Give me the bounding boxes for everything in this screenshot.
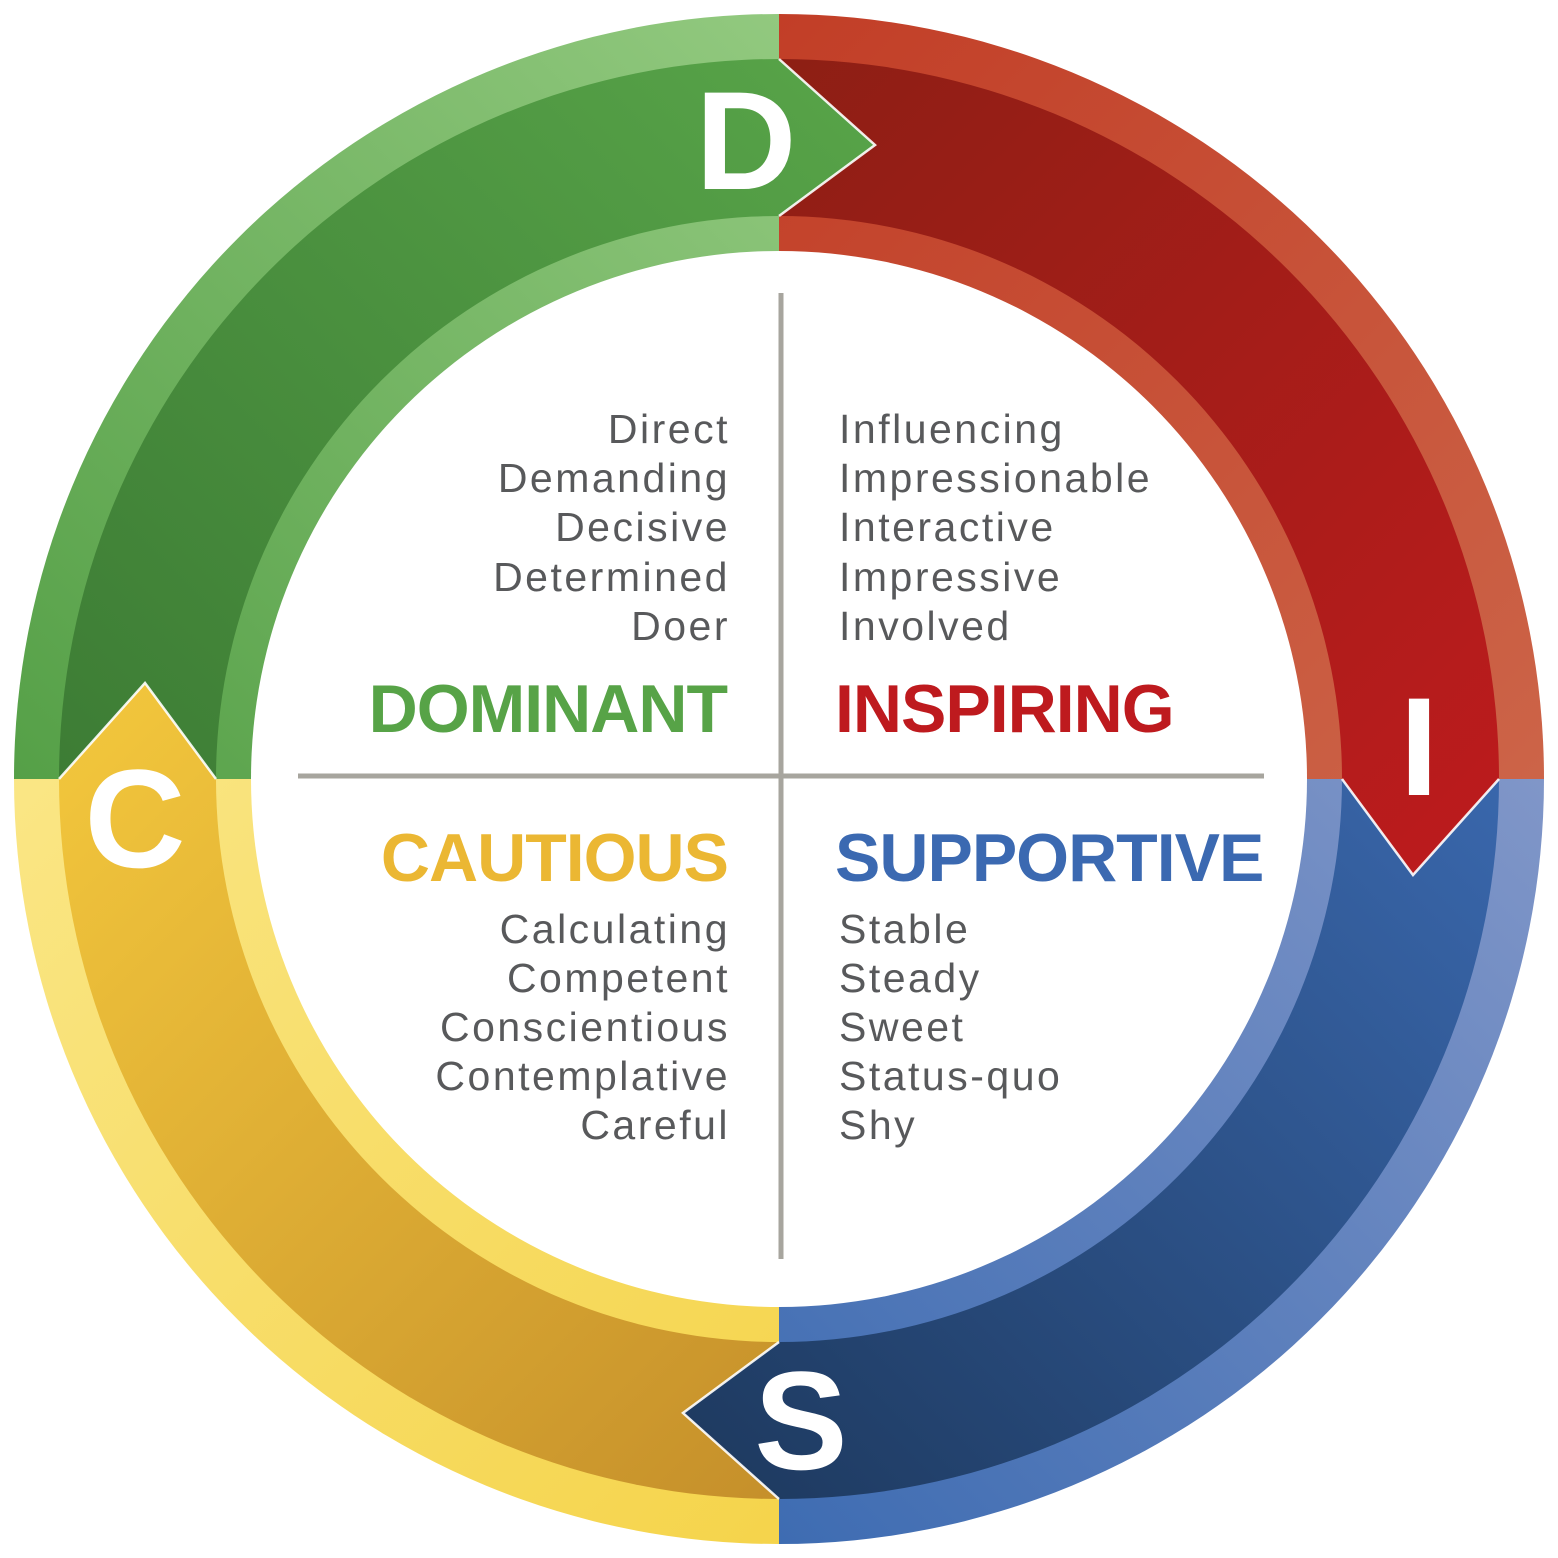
inspiring-arrow-band <box>779 59 1499 875</box>
trait: Demanding <box>498 455 730 501</box>
seam-right <box>1340 778 1500 877</box>
cautious-traits: Calculating Competent Conscientious Cont… <box>435 906 730 1148</box>
inspiring-label: INSPIRING <box>835 671 1174 747</box>
trait: Careful <box>580 1102 730 1148</box>
trait: Determined <box>493 554 730 600</box>
trait: Interactive <box>839 504 1056 550</box>
supportive-letter: S <box>754 1342 847 1499</box>
trait: Stable <box>839 906 970 952</box>
trait: Competent <box>507 955 730 1001</box>
trait: Impressionable <box>839 455 1152 501</box>
supportive-traits: Stable Steady Sweet Status-quo Shy <box>839 906 1062 1148</box>
dominant-letter: D <box>695 62 796 219</box>
trait: Contemplative <box>435 1053 730 1099</box>
dominant-label: DOMINANT <box>369 671 728 747</box>
trait: Conscientious <box>440 1004 730 1050</box>
quadrant-dividers <box>298 293 1264 1259</box>
cautious-letter: C <box>84 740 185 897</box>
seam-bottom <box>681 1340 780 1500</box>
trait: Direct <box>608 406 730 452</box>
trait: Steady <box>839 955 982 1001</box>
seam-top <box>778 58 877 218</box>
supportive-arrow-band <box>683 779 1499 1499</box>
dominant-arrow-band <box>59 59 875 779</box>
dominant-traits: Direct Demanding Decisive Determined Doe… <box>493 406 730 649</box>
inspiring-traits: Influencing Impressionable Interactive I… <box>839 406 1152 649</box>
trait: Sweet <box>839 1004 965 1050</box>
trait: Decisive <box>555 504 730 550</box>
trait: Doer <box>631 603 730 649</box>
trait: Impressive <box>839 554 1062 600</box>
trait: Influencing <box>839 406 1065 452</box>
cautious-label: CAUTIOUS <box>381 820 728 896</box>
seam-left <box>58 681 218 780</box>
arrow-seams <box>58 58 1500 1500</box>
supportive-label: SUPPORTIVE <box>835 820 1263 896</box>
trait: Calculating <box>500 906 730 952</box>
ring-letters: D I S C <box>84 62 1438 1499</box>
trait: Shy <box>839 1102 917 1148</box>
trait: Status-quo <box>839 1053 1062 1099</box>
inspiring-letter: I <box>1400 668 1439 825</box>
ring-arrow-bands <box>59 59 1499 1499</box>
trait: Involved <box>839 603 1012 649</box>
cautious-arrow-band <box>59 683 779 1499</box>
